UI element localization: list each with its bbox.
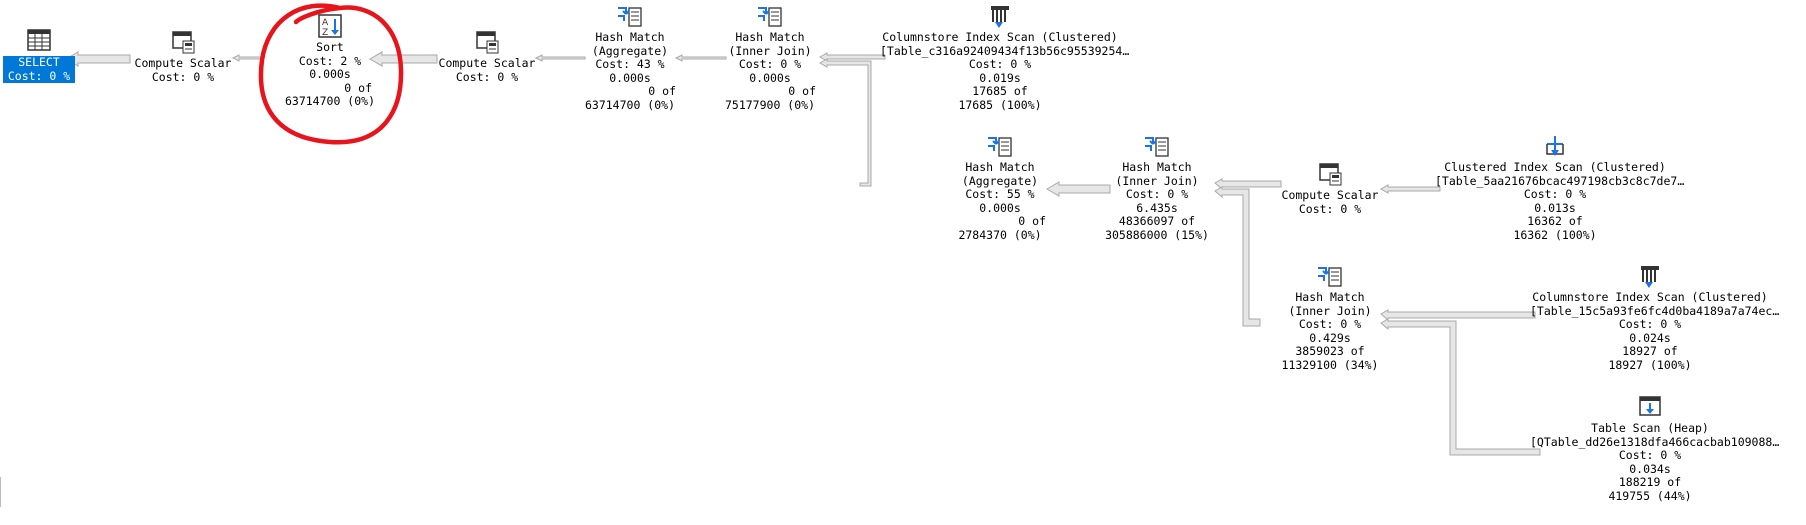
node-rows: 3859023 of	[1295, 344, 1365, 358]
node-name: Compute Scalar	[134, 56, 232, 70]
node-time: 0.000s	[749, 70, 791, 85]
node-cost: Cost: 0 %	[1298, 317, 1362, 331]
node-estimate: 63714700 (0%)	[584, 97, 675, 112]
node-name: Hash Match	[595, 30, 665, 44]
clustered-index-scan-icon	[1546, 136, 1564, 156]
node-time: 0.429s	[1309, 330, 1351, 345]
compute-scalar-node-2[interactable]: Compute Scalar Cost: 0 %	[432, 28, 542, 84]
node-time: 0.034s	[1629, 461, 1671, 476]
node-time: 0.000s	[309, 67, 351, 81]
node-rows: 188219 of	[1618, 475, 1682, 489]
table-scan-node[interactable]: Table Scan (Heap) [QTable_dd26e1318dfa46…	[1530, 393, 1780, 503]
hash-match-aggregate-node-2[interactable]: Hash Match (Aggregate) Cost: 55 % 0.000s…	[950, 132, 1050, 242]
node-estimate: 2784370 (0%)	[958, 227, 1042, 242]
node-time: 0.019s	[979, 70, 1021, 85]
node-estimate: 63714700 (0%)	[284, 94, 375, 108]
columnstore-index-scan-node-2[interactable]: Columnstore Index Scan (Clustered) [Tabl…	[1530, 262, 1780, 372]
node-rows: 0 of	[1018, 214, 1046, 228]
left-scroll-edge	[0, 477, 1, 507]
node-estimate: 305886000 (15%)	[1105, 227, 1209, 242]
node-subname: (Aggregate)	[591, 43, 669, 58]
node-name: Hash Match	[1295, 290, 1365, 304]
sort-node[interactable]: A Z Sort Cost: 2 % 0.000s 0 of 63714700 …	[270, 12, 390, 109]
hash-match-icon	[1145, 137, 1169, 157]
select-highlight: SELECT Cost: 0 %	[3, 55, 75, 83]
hash-match-inner-join-node-3[interactable]: Hash Match (Inner Join) Cost: 0 % 0.429s…	[1275, 262, 1385, 372]
node-cost: Cost: 55 %	[965, 187, 1035, 201]
node-time: 0.013s	[1534, 200, 1576, 215]
sort-az-icon: A Z	[318, 14, 342, 38]
node-name: Hash Match	[965, 160, 1035, 174]
node-rows: 0 of	[788, 84, 816, 98]
node-rows: 16362 of	[1527, 214, 1583, 228]
compute-scalar-icon	[1319, 163, 1342, 186]
hash-match-icon	[988, 137, 1012, 157]
node-cost: Cost: 0 %	[738, 57, 802, 71]
svg-text:Z: Z	[322, 28, 328, 38]
node-estimate: 75177900 (0%)	[724, 97, 815, 112]
node-cost: Cost: 0 %	[1125, 187, 1189, 201]
node-subname: (Aggregate)	[961, 173, 1039, 188]
columnstore-icon	[991, 6, 1009, 28]
node-name: Columnstore Index Scan (Clustered)	[882, 30, 1118, 44]
node-subname: (Inner Join)	[1288, 303, 1372, 318]
svg-text:A: A	[322, 18, 329, 28]
node-cost: Cost: 0 %	[1618, 448, 1682, 462]
compute-scalar-icon	[172, 31, 195, 54]
node-subname: [QTable_dd26e1318dfa466cacbab109088…	[1530, 434, 1780, 449]
hash-match-icon	[618, 7, 642, 27]
node-rows: 0 of	[648, 84, 676, 98]
node-subname: [Table_c316a92409434f13b56c95539254…	[880, 43, 1130, 58]
hash-match-icon	[1318, 267, 1342, 287]
node-name: Clustered Index Scan (Clustered)	[1444, 160, 1666, 174]
node-estimate: 18927 (100%)	[1608, 357, 1692, 372]
node-rows: 18927 of	[1622, 344, 1678, 358]
node-cost: Cost: 0 %	[455, 69, 519, 84]
select-node[interactable]: SELECT Cost: 0 %	[3, 26, 75, 83]
node-estimate: 17685 (100%)	[958, 97, 1042, 112]
node-estimate: 16362 (100%)	[1513, 227, 1597, 242]
select-grid-icon	[27, 29, 51, 51]
node-subname: [Table_15c5a93fe6fc4d0ba4189a7a74ec…	[1530, 303, 1780, 318]
node-cost: Cost: 2 %	[298, 53, 362, 68]
node-time: 0.000s	[979, 200, 1021, 215]
hash-match-icon	[758, 7, 782, 27]
node-cost: Cost: 0 %	[1618, 317, 1682, 331]
node-cost: Cost: 0 %	[1523, 187, 1587, 201]
hash-match-aggregate-node-1[interactable]: Hash Match (Aggregate) Cost: 43 % 0.000s…	[580, 2, 680, 112]
node-name: Compute Scalar	[438, 56, 536, 70]
node-name: Hash Match	[1122, 160, 1192, 174]
select-label: SELECT	[18, 55, 60, 69]
compute-scalar-node-3[interactable]: Compute Scalar Cost: 0 %	[1275, 160, 1385, 216]
compute-scalar-icon	[476, 31, 499, 54]
select-cost: Cost: 0 %	[7, 68, 71, 83]
columnstore-index-scan-node-1[interactable]: Columnstore Index Scan (Clustered) [Tabl…	[880, 2, 1130, 112]
node-time: 0.024s	[1629, 330, 1671, 345]
node-cost: Cost: 0 %	[151, 69, 215, 84]
node-estimate: 11329100 (34%)	[1281, 357, 1379, 372]
node-name: Compute Scalar	[1281, 188, 1379, 202]
node-rows: 0 of	[344, 80, 372, 95]
hash-match-inner-join-node-2[interactable]: Hash Match (Inner Join) Cost: 0 % 6.435s…	[1097, 132, 1217, 242]
node-time: 6.435s	[1136, 200, 1178, 215]
node-name: Sort	[316, 40, 344, 54]
node-name: Table Scan (Heap)	[1591, 421, 1709, 435]
node-cost: Cost: 0 %	[1298, 201, 1362, 216]
node-subname: (Inner Join)	[728, 43, 812, 58]
node-name: Columnstore Index Scan (Clustered)	[1532, 290, 1768, 304]
node-rows: 17685 of	[972, 84, 1028, 98]
table-scan-icon	[1639, 396, 1661, 416]
node-cost: Cost: 0 %	[968, 57, 1032, 71]
node-rows: 48366097 of	[1118, 214, 1196, 228]
node-subname: [Table_5aa21676bcac497198cb3c8c7de7…	[1435, 173, 1685, 188]
hash-match-inner-join-node-1[interactable]: Hash Match (Inner Join) Cost: 0 % 0.000s…	[720, 2, 820, 112]
node-cost: Cost: 43 %	[595, 57, 665, 71]
node-estimate: 419755 (44%)	[1608, 488, 1692, 503]
node-time: 0.000s	[609, 70, 651, 85]
clustered-index-scan-node[interactable]: Clustered Index Scan (Clustered) [Table_…	[1435, 132, 1685, 242]
node-subname: (Inner Join)	[1115, 173, 1199, 188]
node-name: Hash Match	[735, 30, 805, 44]
columnstore-icon	[1641, 266, 1659, 288]
compute-scalar-node-1[interactable]: Compute Scalar Cost: 0 %	[128, 28, 238, 84]
